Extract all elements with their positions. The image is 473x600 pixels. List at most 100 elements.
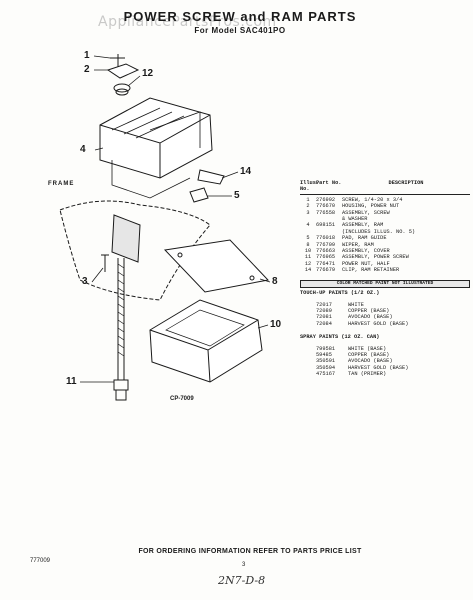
part-description: POWER NUT, HALF [342, 260, 390, 267]
paint-description: WHITE (BASE) [348, 345, 387, 352]
illus-no: 8 [306, 241, 310, 248]
part-no: 776558 [316, 209, 336, 216]
part-description: HOUSING, POWER NUT [342, 203, 400, 210]
illus-no: 1 [306, 196, 310, 203]
callout-11: 11 [66, 376, 77, 387]
touchup-row: 72081 AVOCADO (BASE) [300, 314, 470, 320]
part-description: ASSEMBLY, COVER [342, 248, 390, 255]
col-part-no: Part No. [316, 180, 342, 186]
part-description: WIPER, RAM [342, 241, 374, 248]
paint-part-no: 799581 [316, 345, 336, 352]
document-number: 777009 [30, 558, 51, 564]
spray-row: 59485 COPPER (BASE) [300, 352, 470, 358]
parts-row: 5 776018 PAD, RAM GUIDE [300, 235, 470, 241]
callout-14: 14 [240, 166, 252, 177]
callout-12: 12 [142, 68, 154, 79]
power-nut-part [113, 83, 131, 93]
spray-row: 475167 TAN (PRIMER) [300, 371, 470, 377]
ram-wiper-part [163, 239, 269, 293]
part-description: (INCLUDES ILLUS. NO. 5) [342, 228, 416, 235]
part-description: ASSEMBLY, SCREW [342, 209, 390, 216]
illus-no: 12 [304, 260, 312, 267]
callout-4: 4 [80, 144, 86, 155]
callout-1: 1 [84, 50, 90, 61]
paint-part-no: 475167 [316, 371, 336, 378]
paint-description: HARVEST GOLD (BASE) [348, 364, 409, 371]
ram-guide-pad-part [189, 187, 209, 203]
part-description: CLIP, RAM RETAINER [342, 267, 400, 274]
paint-description: WHITE [348, 301, 364, 308]
page-number: 3 [242, 562, 246, 568]
ordering-info: FOR ORDERING INFORMATION REFER TO PARTS … [138, 548, 362, 555]
paint-part-no: 59485 [316, 351, 332, 358]
part-no: 776018 [316, 235, 336, 242]
parts-row: 2 776670 HOUSING, POWER NUT [300, 203, 470, 209]
touchup-row: 72017 WHITE [300, 302, 470, 308]
parts-row: 14 776679 CLIP, RAM RETAINER [300, 267, 470, 273]
illus-no: 3 [306, 209, 310, 216]
illus-no: 2 [306, 203, 310, 210]
paint-description: TAN (PRIMER) [348, 371, 387, 378]
paint-part-no: 350591 [316, 358, 336, 365]
parts-row: (INCLUDES ILLUS. NO. 5) [300, 229, 470, 235]
illus-no: 10 [304, 248, 312, 255]
parts-row: 3 776558 ASSEMBLY, SCREW [300, 210, 470, 216]
bolt-part [101, 254, 109, 272]
frame-label: FRAME [48, 181, 75, 187]
illus-no: 5 [306, 235, 310, 242]
illus-no: 11 [304, 254, 312, 261]
part-no: 776471 [316, 260, 336, 267]
part-description: ASSEMBLY, RAM [342, 222, 384, 229]
retainer-clip-part [197, 169, 225, 185]
part-no: 776679 [316, 267, 336, 274]
page-title: POWER SCREW and RAM PARTS [123, 9, 357, 24]
watermark: AppliancePartsPros.com [98, 14, 277, 30]
col-illus-no: Illus. No. [300, 180, 320, 193]
callout-8: 8 [272, 276, 278, 287]
parts-row: & WASHER [300, 216, 470, 222]
power-screw-part [117, 258, 125, 380]
figure-id: CP-7009 [170, 396, 194, 402]
col-description: DESCRIPTION [388, 180, 424, 186]
part-no: 776965 [316, 254, 336, 261]
part-description: & WASHER [342, 216, 368, 223]
paint-description: AVOCADO (BASE) [348, 314, 393, 321]
illus-no: 4 [306, 222, 310, 229]
part-description: ASSEMBLY, POWER SCREW [342, 254, 409, 261]
paint-part-no: 72017 [316, 301, 332, 308]
callout-5: 5 [234, 190, 240, 201]
part-no: 776709 [316, 241, 336, 248]
part-description: PAD, RAM GUIDE [342, 235, 387, 242]
paint-part-no: 72084 [316, 320, 332, 327]
paint-description: COPPER (BASE) [348, 351, 390, 358]
callout-3: 3 [82, 276, 88, 287]
illus-no: 14 [304, 267, 312, 274]
nut-housing-part [106, 63, 140, 79]
paint-part-no: 72081 [316, 314, 332, 321]
spray-row: 799581 WHITE (BASE) [300, 346, 470, 352]
touchup-row: 72084 HARVEST GOLD (BASE) [300, 321, 470, 327]
part-no: 776663 [316, 248, 336, 255]
callout-10: 10 [270, 319, 282, 330]
part-no: 776670 [316, 203, 336, 210]
spray-title: SPRAY PAINTS (12 OZ. CAN) [300, 334, 380, 341]
spray-row: 350591 AVOCADO (BASE) [300, 358, 470, 364]
parts-row: 11 776965 ASSEMBLY, POWER SCREW [300, 254, 470, 260]
parts-list-header: Illus. No. Part No. DESCRIPTION [300, 180, 470, 195]
part-no: 276992 [316, 196, 336, 203]
paint-description: AVOCADO (BASE) [348, 358, 393, 365]
paint-description: COPPER (BASE) [348, 307, 390, 314]
cover-part [149, 299, 263, 383]
touchup-title: TOUCH-UP PAINTS (1/2 OZ.) [300, 290, 380, 297]
paint-banner: COLOR MATCHED PAINT NOT ILLUSTRATED [300, 279, 470, 289]
parts-row: 12 776471 POWER NUT, HALF [300, 261, 470, 267]
paint-description: HARVEST GOLD (BASE) [348, 320, 409, 327]
